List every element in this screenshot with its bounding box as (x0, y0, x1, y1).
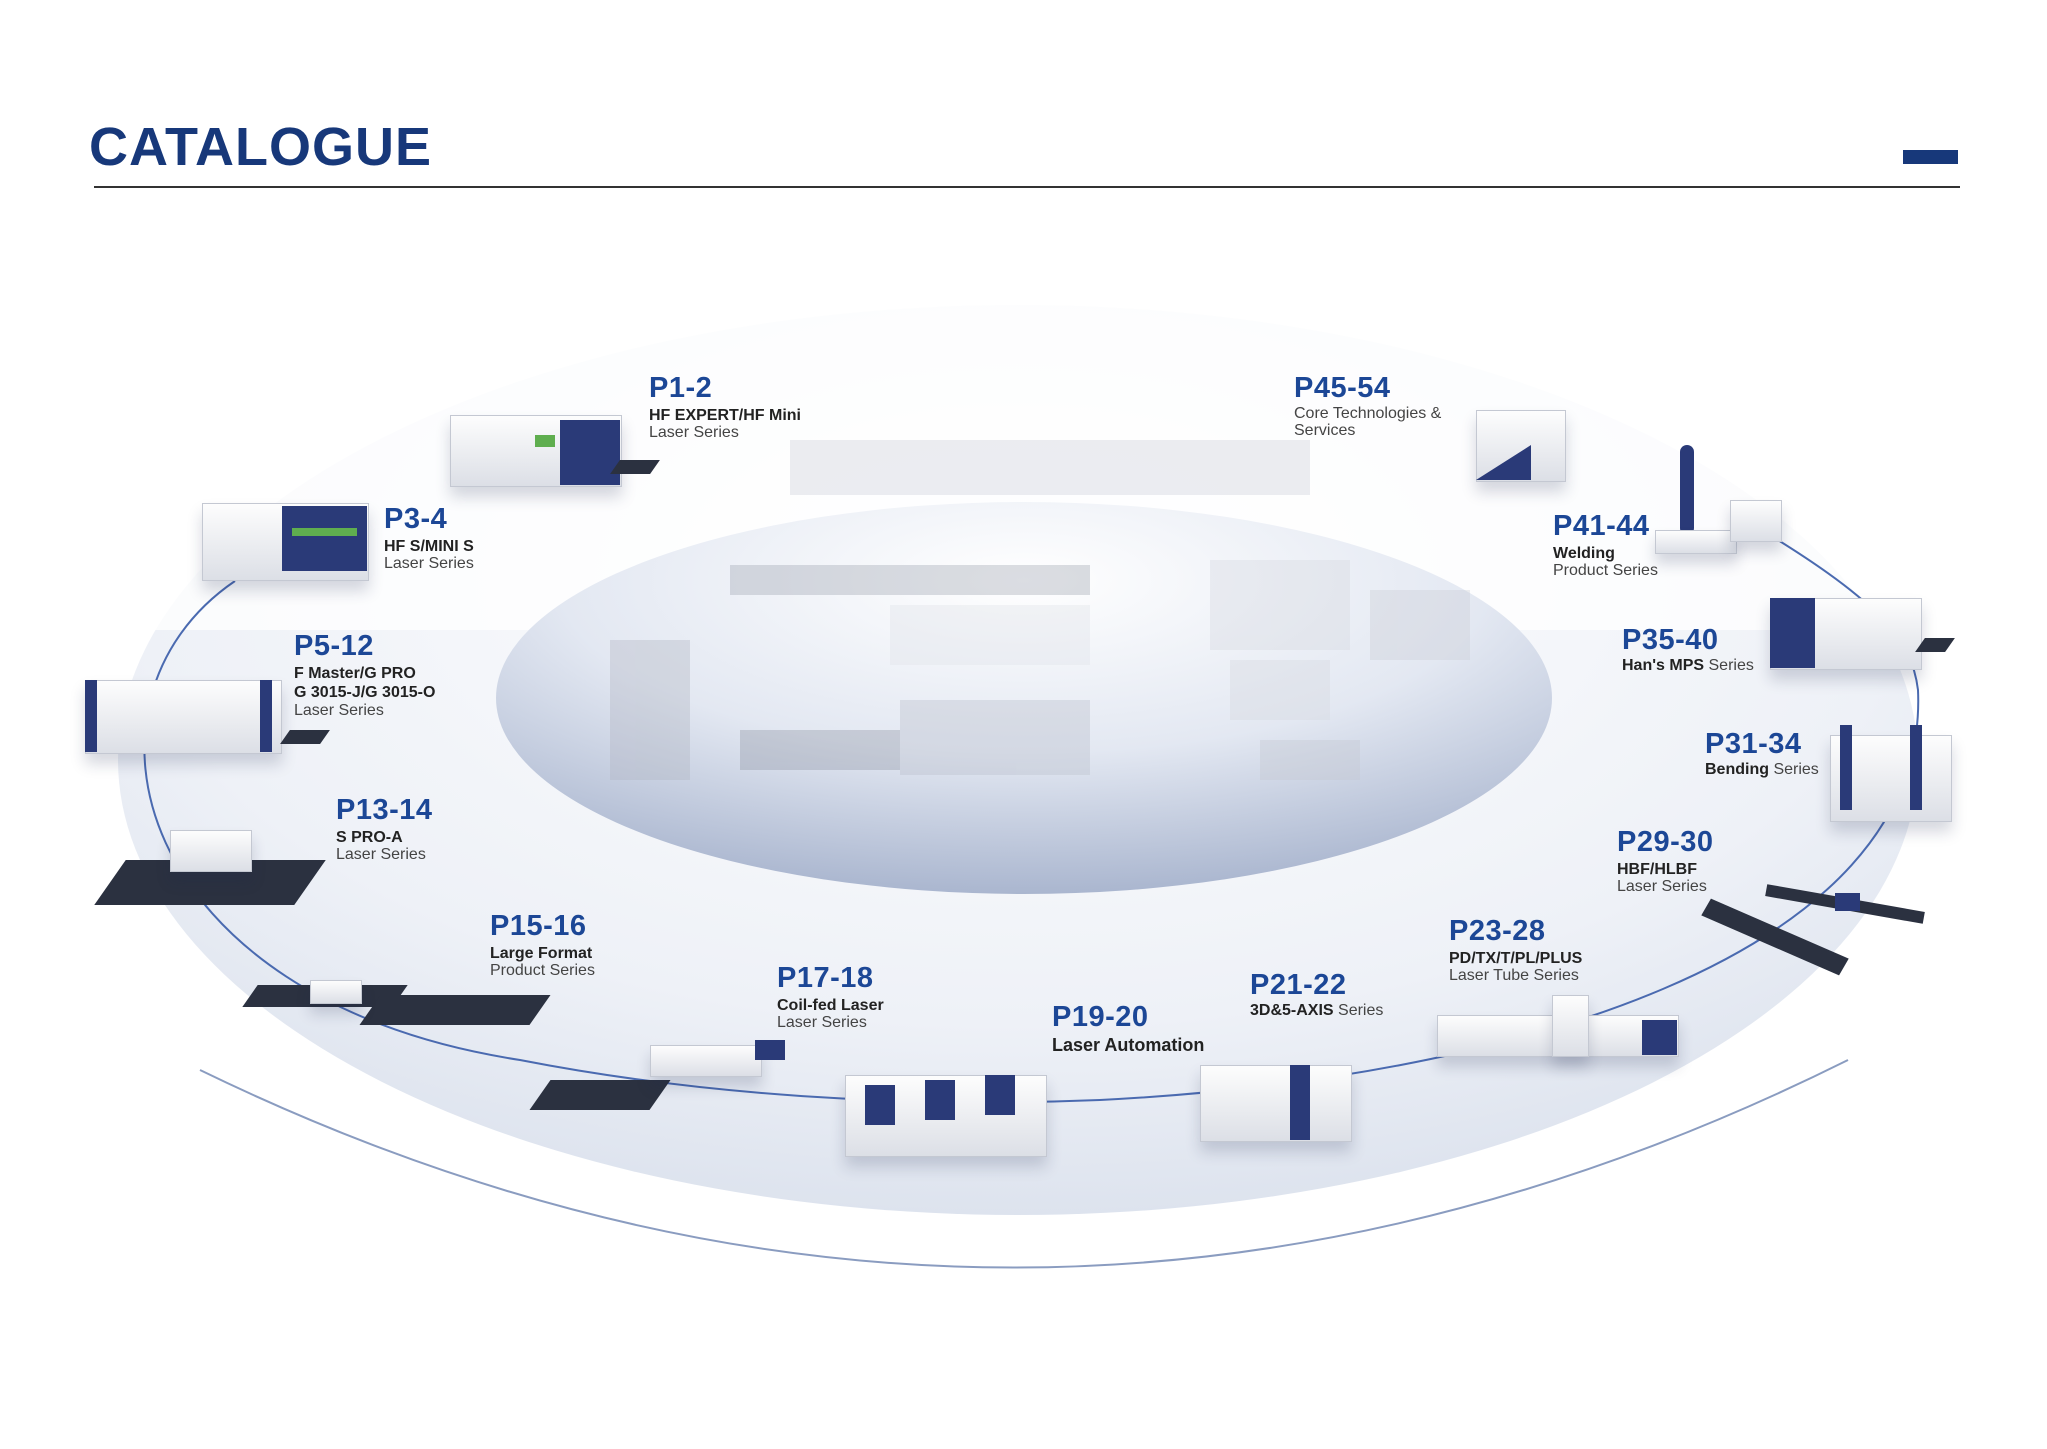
catalogue-entry-p5-12[interactable]: P5-12 F Master/G PRO G 3015-J/G 3015-O L… (294, 630, 436, 720)
entry-subtitle: Services (1294, 422, 1356, 440)
catalogue-entry-p13-14[interactable]: P13-14 S PRO-A Laser Series (336, 794, 433, 864)
entry-title: F Master/G PRO (294, 664, 416, 682)
page-range: P1-2 (649, 372, 713, 404)
catalogue-entry-p1-2[interactable]: P1-2 HF EXPERT/HF Mini Laser Series (649, 372, 801, 442)
entry-subtitle: Laser Series (384, 555, 474, 573)
catalogue-entry-p21-22[interactable]: P21-22 3D&5-AXIS Series (1250, 969, 1384, 1019)
page-range: P45-54 (1294, 372, 1391, 404)
entry-subtitle: Laser Tube Series (1449, 967, 1579, 985)
catalogue-entry-p45-54[interactable]: P45-54 Core Technologies & Services (1294, 372, 1442, 440)
entry-subtitle: Laser Series (649, 424, 739, 442)
page-range: P41-44 (1553, 510, 1650, 542)
entry-subtitle: Series (1773, 760, 1819, 778)
page-range: P5-12 (294, 630, 374, 662)
entry-subtitle: Series (1338, 1001, 1384, 1019)
entry-subtitle: Laser Series (294, 702, 384, 720)
catalogue-entry-p29-30[interactable]: P29-30 HBF/HLBF Laser Series (1617, 826, 1714, 896)
page-range: P35-40 (1622, 624, 1719, 656)
entry-subtitle: Laser Series (1617, 878, 1707, 896)
catalogue-entry-p17-18[interactable]: P17-18 Coil-fed Laser Laser Series (777, 962, 884, 1032)
entry-title: Coil-fed Laser (777, 996, 884, 1014)
entry-subtitle: Product Series (1553, 562, 1658, 580)
lower-arc (199, 1059, 1849, 1269)
entry-title: 3D&5-AXIS (1250, 1001, 1334, 1019)
catalogue-entry-p31-34[interactable]: P31-34 Bending Series (1705, 728, 1819, 778)
entry-title: HF S/MINI S (384, 537, 474, 555)
entry-subtitle: Product Series (490, 962, 595, 980)
page-range: P3-4 (384, 503, 448, 535)
entry-subtitle: Laser Series (336, 846, 426, 864)
entry-subtitle: Series (1708, 656, 1754, 674)
page-range: P17-18 (777, 962, 874, 994)
page-range: P23-28 (1449, 915, 1546, 947)
entry-title: Han's MPS (1622, 656, 1705, 674)
entry-title: Core Technologies & (1294, 404, 1442, 422)
entry-subtitle: Laser Series (777, 1014, 867, 1032)
page-range: P29-30 (1617, 826, 1714, 858)
catalogue-entry-p15-16[interactable]: P15-16 Large Format Product Series (490, 910, 595, 980)
page-range: P19-20 (1052, 1001, 1149, 1033)
entry-title: PD/TX/T/PL/PLUS (1449, 949, 1583, 967)
page-range: P13-14 (336, 794, 433, 826)
title-divider (94, 186, 1960, 188)
catalogue-entry-p35-40[interactable]: P35-40 Han's MPS Series (1622, 624, 1754, 674)
entry-title: HF EXPERT/HF Mini (649, 406, 801, 424)
catalogue-entry-p3-4[interactable]: P3-4 HF S/MINI S Laser Series (384, 503, 474, 573)
center-stage (496, 502, 1552, 894)
entry-title: Welding (1553, 544, 1615, 562)
accent-bar (1903, 150, 1958, 164)
entry-title: S PRO-A (336, 828, 403, 846)
entry-title: Laser Automation (1052, 1034, 1205, 1055)
catalogue-entry-p41-44[interactable]: P41-44 Welding Product Series (1553, 510, 1658, 580)
page-range: P21-22 (1250, 969, 1347, 1001)
entry-title: Large Format (490, 944, 593, 962)
center-machines (610, 440, 1470, 780)
entry-title-2: G 3015-J/G 3015-O (294, 684, 436, 702)
page-range: P31-34 (1705, 728, 1802, 760)
entry-title: Bending (1705, 760, 1769, 778)
entry-title: HBF/HLBF (1617, 860, 1697, 878)
catalogue-entry-p19-20[interactable]: P19-20 Laser Automation (1052, 1001, 1205, 1056)
catalogue-entry-p23-28[interactable]: P23-28 PD/TX/T/PL/PLUS Laser Tube Series (1449, 915, 1583, 985)
page-title: CATALOGUE (89, 117, 432, 177)
page-range: P15-16 (490, 910, 587, 942)
